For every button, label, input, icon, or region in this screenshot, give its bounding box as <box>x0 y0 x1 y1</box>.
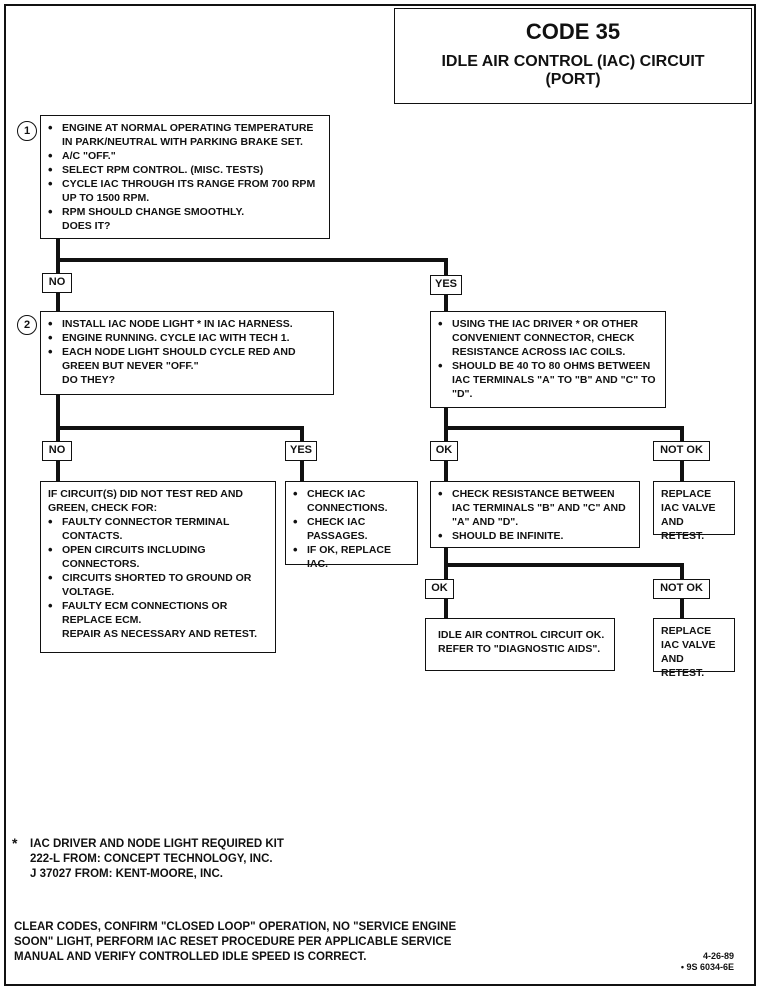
step-2-item: EACH NODE LIGHT SHOULD CYCLE RED AND GRE… <box>48 345 326 373</box>
check-iac-item: CHECK IAC CONNECTIONS. <box>293 487 410 515</box>
circuit-check-item: OPEN CIRCUITS INCLUDING CONNECTORS. <box>48 543 268 571</box>
step-1-item: CYCLE IAC THROUGH ITS RANGE FROM 700 RPM… <box>48 177 322 205</box>
circuit-check-item: CIRCUITS SHORTED TO GROUND OR VOLTAGE. <box>48 571 268 599</box>
step-1-item: A/C "OFF." <box>48 149 322 163</box>
step-1-item: SELECT RPM CONTROL. (MISC. TESTS) <box>48 163 322 177</box>
connector <box>444 295 448 311</box>
step-1-item: RPM SHOULD CHANGE SMOOTHLY. <box>48 205 322 219</box>
connector <box>444 461 448 481</box>
connector <box>56 426 304 430</box>
replace-iac-box: REPLACE IAC VALVE AND RETEST. <box>653 618 735 679</box>
circuit-title: IDLE AIR CONTROL (IAC) CIRCUIT <box>441 53 705 70</box>
revision-date: 4-26-89 <box>702 951 734 961</box>
step-2-box: INSTALL IAC NODE LIGHT * IN IAC HARNESS.… <box>40 311 334 395</box>
page-frame <box>4 4 756 986</box>
ok-label: OK <box>430 441 458 461</box>
connector <box>680 599 684 618</box>
kit-note-line: IAC DRIVER AND NODE LIGHT REQUIRED KIT <box>30 838 284 850</box>
kit-note: IAC DRIVER AND NODE LIGHT REQUIRED KIT 2… <box>30 837 350 882</box>
circuit-check-item: FAULTY ECM CONNECTIONS OR REPLACE ECM. <box>48 599 268 627</box>
circuit-ok-text: IDLE AIR CONTROL CIRCUIT OK. REFER TO "D… <box>438 629 605 655</box>
connector <box>444 408 448 441</box>
step-2-marker: 2 <box>17 315 37 335</box>
connector <box>680 461 684 481</box>
step-1-marker: 1 <box>17 121 37 141</box>
circuit-check-intro: IF CIRCUIT(S) DID NOT TEST RED AND GREEN… <box>48 488 244 514</box>
no-label: NO <box>42 273 72 293</box>
connector <box>56 395 60 441</box>
footer-instruction: CLEAR CODES, CONFIRM "CLOSED LOOP" OPERA… <box>14 921 457 963</box>
check-iac-box: CHECK IAC CONNECTIONS. CHECK IAC PASSAGE… <box>285 481 418 570</box>
connector <box>56 239 60 273</box>
connector <box>444 563 684 567</box>
revision-info: 4-26-89 • 9S 6034-6E <box>640 951 734 973</box>
kit-note-marker: * <box>12 835 18 851</box>
connector <box>444 599 448 618</box>
not-ok-label: NOT OK <box>653 579 710 599</box>
yes-label: YES <box>430 275 462 295</box>
connector <box>56 461 60 481</box>
ok-label: OK <box>425 579 454 599</box>
step-2-item: INSTALL IAC NODE LIGHT * IN IAC HARNESS. <box>48 317 326 331</box>
connector <box>680 426 684 441</box>
kit-note-line: J 37027 FROM: KENT-MOORE, INC. <box>30 868 223 880</box>
connector <box>444 258 448 275</box>
resistance-item: CHECK RESISTANCE BETWEEN IAC TERMINALS "… <box>438 487 632 529</box>
circuit-subtitle: (PORT) <box>545 71 601 88</box>
check-iac-item: CHECK IAC PASSAGES. <box>293 515 410 543</box>
connector <box>680 563 684 579</box>
connector <box>300 426 304 441</box>
title-box: CODE 35 IDLE AIR CONTROL (IAC) CIRCUIT (… <box>394 8 752 104</box>
iac-driver-item: SHOULD BE 40 TO 80 OHMS BETWEEN IAC TERM… <box>438 359 658 401</box>
replace-iac-text: REPLACE IAC VALVE AND RETEST. <box>661 488 716 542</box>
revision-number: • 9S 6034-6E <box>680 962 734 972</box>
circuit-ok-box: IDLE AIR CONTROL CIRCUIT OK. REFER TO "D… <box>425 618 615 671</box>
replace-iac-text: REPLACE IAC VALVE AND RETEST. <box>661 625 716 679</box>
resistance-check-box: CHECK RESISTANCE BETWEEN IAC TERMINALS "… <box>430 481 640 548</box>
circuit-check-item: FAULTY CONNECTOR TERMINAL CONTACTS. <box>48 515 268 543</box>
resistance-item: SHOULD BE INFINITE. <box>438 529 632 543</box>
step-1-box: ENGINE AT NORMAL OPERATING TEMPERATURE I… <box>40 115 330 239</box>
connector <box>56 293 60 311</box>
connector <box>444 426 684 430</box>
step-2-question: DO THEY? <box>62 374 116 386</box>
yes-label: YES <box>285 441 317 461</box>
circuit-check-box: IF CIRCUIT(S) DID NOT TEST RED AND GREEN… <box>40 481 276 653</box>
check-iac-item: IF OK, REPLACE IAC. <box>293 543 410 571</box>
not-ok-label: NOT OK <box>653 441 710 461</box>
connector <box>300 461 304 481</box>
code-title: CODE 35 <box>525 19 621 44</box>
no-label: NO <box>42 441 72 461</box>
step-2-item: ENGINE RUNNING. CYCLE IAC WITH TECH 1. <box>48 331 326 345</box>
kit-note-line: 222-L FROM: CONCEPT TECHNOLOGY, INC. <box>30 853 273 865</box>
connector <box>56 258 448 262</box>
iac-driver-item: USING THE IAC DRIVER * OR OTHER CONVENIE… <box>438 317 658 359</box>
iac-driver-box: USING THE IAC DRIVER * OR OTHER CONVENIE… <box>430 311 666 408</box>
circuit-check-closing: REPAIR AS NECESSARY AND RETEST. <box>62 628 258 640</box>
replace-iac-box: REPLACE IAC VALVE AND RETEST. <box>653 481 735 542</box>
step-1-question: DOES IT? <box>62 220 111 232</box>
step-1-item: ENGINE AT NORMAL OPERATING TEMPERATURE I… <box>48 121 322 149</box>
